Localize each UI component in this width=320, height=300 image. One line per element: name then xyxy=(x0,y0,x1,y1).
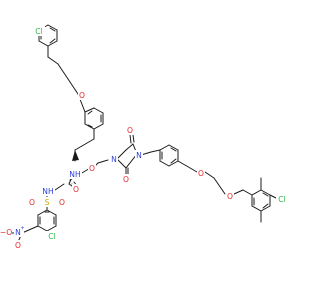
bond xyxy=(37,225,48,232)
nitro-nitrogen-label: N xyxy=(15,228,21,237)
amide-oxygen-label-b: O xyxy=(89,164,95,173)
bond xyxy=(68,183,73,187)
bond xyxy=(260,205,271,212)
bond xyxy=(132,134,135,143)
imidazolidine-nitrogen-label-3: N xyxy=(136,151,142,160)
chlorine-label-right: Cl xyxy=(278,195,285,204)
bond xyxy=(168,144,179,151)
sulfonyl-oxygen-label-right: O xyxy=(59,198,65,207)
bond xyxy=(170,158,177,164)
nitro-oxygen-label: O xyxy=(15,241,21,250)
bond xyxy=(117,149,127,159)
ether-oxygen-label-mid: O xyxy=(198,169,204,178)
bond xyxy=(47,56,59,65)
chlorine-label-sulfonyl-ring: Cl xyxy=(48,232,55,241)
chlorine-label-top: Cl xyxy=(35,27,42,36)
bond xyxy=(93,107,104,114)
bond xyxy=(54,183,65,191)
bond xyxy=(269,194,277,199)
ether-oxygen-label-top: O xyxy=(79,91,85,100)
bond xyxy=(74,138,95,151)
bond xyxy=(150,149,161,153)
imidazolidine-oxygen-label-2: O xyxy=(123,175,129,184)
bond xyxy=(49,38,56,44)
bond xyxy=(46,225,57,232)
bond xyxy=(260,189,271,196)
imidazolidine-oxygen-label-4: O xyxy=(127,126,133,135)
bond xyxy=(159,160,170,167)
sulfonamide-nh-label: NH xyxy=(42,187,53,196)
bond xyxy=(177,160,198,173)
bond xyxy=(87,110,93,115)
bond xyxy=(93,123,104,130)
bond xyxy=(37,209,48,216)
bond xyxy=(168,160,179,167)
amide-nh-label: NH xyxy=(69,170,80,179)
bond xyxy=(84,123,95,130)
bond xyxy=(57,63,79,95)
bond xyxy=(251,205,262,212)
nitro-oxygen-minus-label: −O xyxy=(0,228,12,237)
bond xyxy=(47,24,58,31)
bond xyxy=(38,40,49,47)
amide-oxygen-label-a: O xyxy=(73,185,79,194)
atom-label-layer: Cl O NH O NH O S O −O N + O Cl O N O O xyxy=(0,26,288,250)
stereo-wedge-bond xyxy=(72,150,79,161)
bond xyxy=(47,40,58,47)
molecule-structure-diagram: Cl O NH O NH O S O −O N + O Cl O N O O xyxy=(0,24,288,250)
imidazolidine-nitrogen-label-1: N xyxy=(111,155,117,164)
bond xyxy=(46,209,57,216)
bond xyxy=(49,27,56,32)
sulfur-label: S xyxy=(45,198,50,207)
bond xyxy=(97,159,109,164)
ether-oxygen-label-right: O xyxy=(227,192,233,201)
bond xyxy=(159,144,170,151)
bond xyxy=(84,107,95,113)
bond xyxy=(21,225,39,234)
bond xyxy=(262,192,269,197)
bond xyxy=(87,124,93,128)
bond xyxy=(129,134,132,144)
bond xyxy=(117,159,127,169)
sulfonyl-oxygen-label-left: O xyxy=(29,198,35,207)
bond xyxy=(262,203,269,209)
bond xyxy=(251,189,262,196)
bond-layer xyxy=(9,24,277,243)
bond xyxy=(204,171,215,179)
nitro-plus-sign: + xyxy=(20,226,24,232)
bond xyxy=(242,189,253,196)
bond xyxy=(233,189,244,195)
bond xyxy=(170,147,177,152)
bond xyxy=(125,143,134,151)
bond xyxy=(213,177,226,195)
